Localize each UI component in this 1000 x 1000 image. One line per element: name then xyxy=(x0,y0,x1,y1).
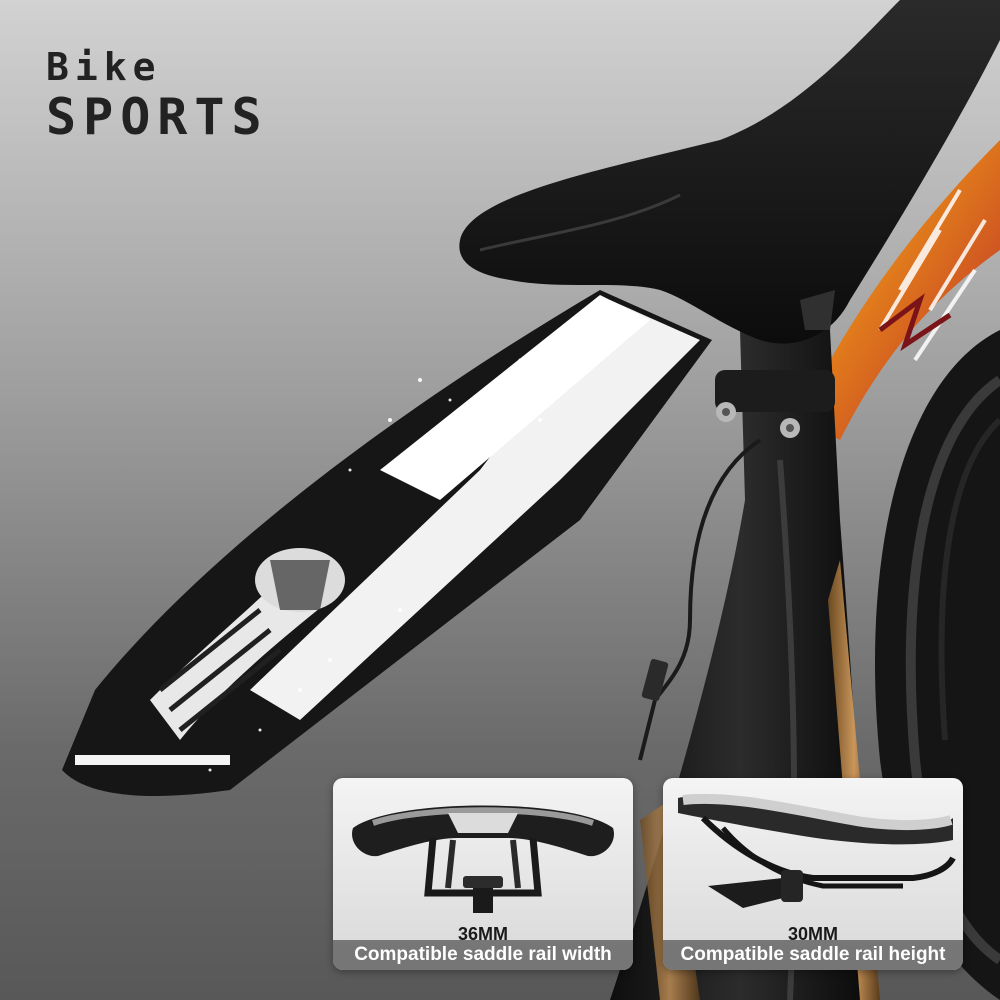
rail-width-caption: Compatible saddle rail width xyxy=(333,940,633,970)
brand-title: Bike SPORTS xyxy=(46,48,269,142)
brand-line-1: Bike xyxy=(46,45,162,89)
brake-cable xyxy=(638,438,762,761)
rail-width-card: 36MM Compatible saddle rail width xyxy=(333,778,633,970)
cable-ferrule xyxy=(641,659,669,701)
top-tube xyxy=(800,140,1000,440)
rail-width-value: 36MM xyxy=(457,924,508,944)
brand-line-2: SPORTS xyxy=(46,88,269,146)
rear-fender xyxy=(62,290,712,796)
saddle-front-view-image xyxy=(352,805,614,913)
saddle-side-view-image xyxy=(678,793,956,908)
saddle xyxy=(459,0,1000,344)
rail-height-caption: Compatible saddle rail height xyxy=(663,940,963,970)
rail-height-value: 30MM xyxy=(787,924,838,944)
rail-height-card: 30MM Compatible saddle rail height xyxy=(663,778,963,970)
seat-clamp xyxy=(715,370,835,438)
